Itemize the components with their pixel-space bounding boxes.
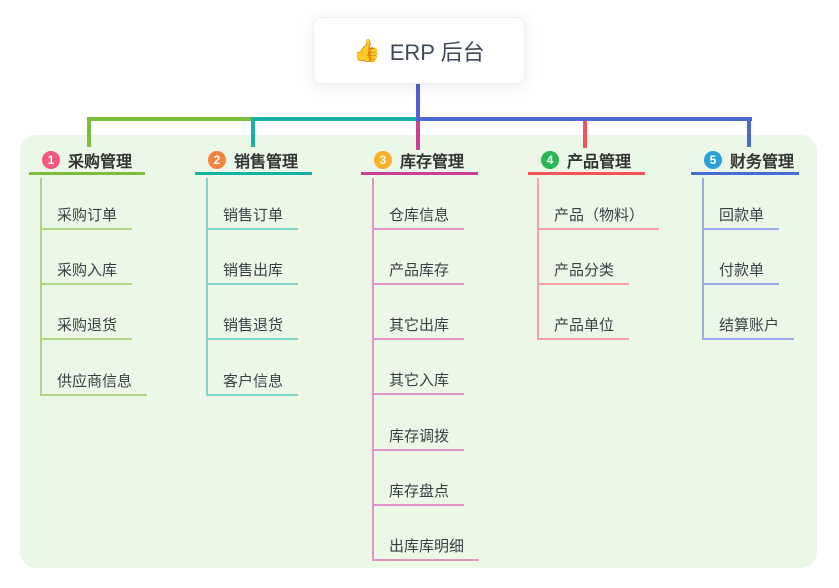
tree-node[interactable]: 产品库存: [372, 261, 465, 285]
branch-title-label: 销售管理: [234, 154, 299, 171]
tree-node-label: 结算账户: [719, 317, 780, 334]
tree-node[interactable]: 销售退货: [206, 316, 299, 340]
mindmap-background-panel: [20, 135, 817, 568]
branch-title-sales[interactable]: 2 销售管理: [195, 148, 312, 175]
tree-node-label: 出库库明细: [389, 538, 465, 555]
branch-child-line: [40, 178, 42, 396]
tree-node-label: 库存调拨: [389, 428, 450, 445]
tree-node[interactable]: 付款单: [702, 261, 780, 285]
tree-node-label: 销售出库: [223, 262, 284, 279]
connector-line-branch2: [251, 117, 420, 121]
branch-title-label: 财务管理: [730, 154, 795, 171]
tree-node[interactable]: 回款单: [702, 206, 780, 230]
branch-child-line: [372, 178, 374, 561]
tree-node[interactable]: 其它入库: [372, 371, 465, 395]
root-node-label: ERP 后台: [389, 39, 485, 65]
tree-node[interactable]: 采购订单: [40, 206, 133, 230]
branch-title-label: 库存管理: [400, 154, 465, 171]
tree-node[interactable]: 客户信息: [206, 372, 299, 396]
tree-node[interactable]: 结算账户: [702, 316, 795, 340]
tree-node-label: 产品分类: [554, 262, 615, 279]
tree-node[interactable]: 销售订单: [206, 206, 299, 230]
tree-node-label: 其它出库: [389, 317, 450, 334]
tree-node-label: 客户信息: [223, 373, 284, 390]
root-node[interactable]: 👍 ERP 后台: [313, 17, 525, 84]
drop-line-branch5: [747, 117, 751, 147]
drop-line-branch4: [583, 121, 587, 148]
branch-title-inventory[interactable]: 3 库存管理: [361, 148, 478, 175]
tree-node-label: 仓库信息: [389, 207, 450, 224]
branch-title-label: 采购管理: [68, 154, 133, 171]
tree-node[interactable]: 仓库信息: [372, 206, 465, 230]
drop-line-branch3: [416, 121, 420, 150]
branch-title-label: 产品管理: [567, 154, 632, 171]
branch-title-finance[interactable]: 5 财务管理: [691, 148, 799, 175]
tree-node-label: 回款单: [719, 207, 765, 224]
connector-line-branch1: [87, 117, 253, 121]
tree-node[interactable]: 库存盘点: [372, 482, 465, 506]
branch-child-line: [206, 178, 208, 396]
tree-node[interactable]: 出库库明细: [372, 537, 480, 561]
branch-number-badge: 3: [374, 151, 392, 169]
tree-node-label: 产品单位: [554, 317, 615, 334]
tree-node[interactable]: 产品分类: [537, 261, 630, 285]
tree-node-label: 销售订单: [223, 207, 284, 224]
branch-title-product[interactable]: 4 产品管理: [528, 148, 645, 175]
branch-title-purchase[interactable]: 1 采购管理: [29, 148, 145, 175]
tree-node[interactable]: 供应商信息: [40, 372, 148, 396]
drop-line-branch2: [251, 117, 255, 147]
tree-node[interactable]: 销售出库: [206, 261, 299, 285]
tree-node[interactable]: 产品单位: [537, 316, 630, 340]
tree-node[interactable]: 采购入库: [40, 261, 133, 285]
tree-node-label: 采购入库: [57, 262, 118, 279]
branch-number-badge: 2: [208, 151, 226, 169]
tree-node-label: 库存盘点: [389, 483, 450, 500]
tree-node[interactable]: 产品（物料）: [537, 206, 660, 230]
tree-node-label: 供应商信息: [57, 373, 133, 390]
branch-number-badge: 4: [541, 151, 559, 169]
thumbs-up-icon: 👍: [353, 37, 381, 63]
branch-number-badge: 1: [42, 151, 60, 169]
tree-node-label: 采购退货: [57, 317, 118, 334]
connector-line-branch5: [416, 117, 752, 121]
tree-node[interactable]: 采购退货: [40, 316, 133, 340]
tree-node-label: 产品（物料）: [554, 207, 645, 224]
tree-node-label: 产品库存: [389, 262, 450, 279]
branch-child-line: [537, 178, 539, 340]
root-connector-line: [416, 82, 420, 118]
tree-node[interactable]: 其它出库: [372, 316, 465, 340]
drop-line-branch1: [87, 117, 91, 147]
tree-node-label: 采购订单: [57, 207, 118, 224]
tree-node[interactable]: 库存调拨: [372, 427, 465, 451]
branch-number-badge: 5: [704, 151, 722, 169]
tree-node-label: 其它入库: [389, 372, 450, 389]
tree-node-label: 付款单: [719, 262, 765, 279]
tree-node-label: 销售退货: [223, 317, 284, 334]
branch-child-line: [702, 178, 704, 340]
